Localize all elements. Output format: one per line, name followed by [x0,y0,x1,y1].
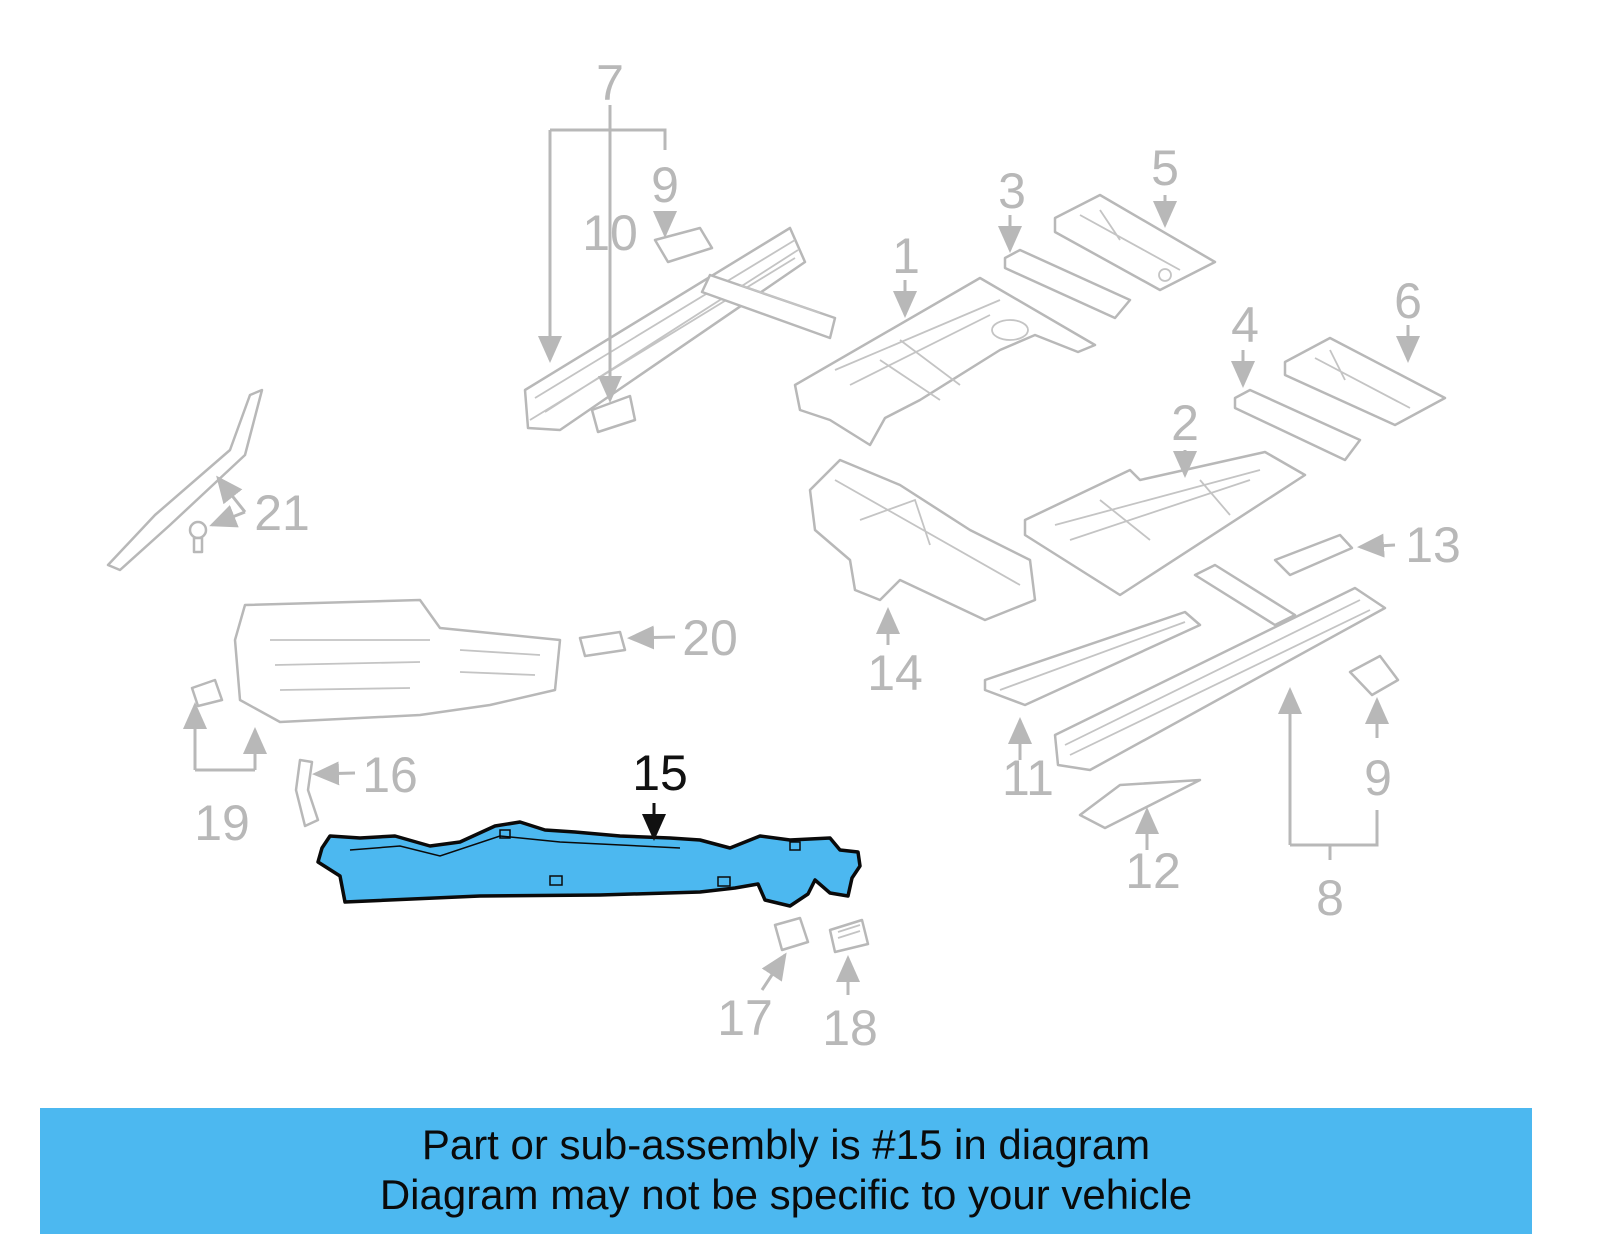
label-12: 12 [1125,843,1181,899]
part-13-bracket [1273,533,1354,577]
part-4-crossmember [1233,388,1362,462]
label-2: 2 [1171,395,1199,451]
label-8: 8 [1316,870,1344,926]
part-5-floor-panel [1053,193,1217,292]
part-18-clip [828,918,870,954]
part-19-clip [190,678,224,708]
part-6-floor-panel [1283,336,1447,427]
part-12-plate [1078,778,1202,830]
label-10: 10 [582,205,638,261]
part-2-floor-pan-rear [1023,450,1307,597]
label-14: 14 [867,645,923,701]
label-20: 20 [682,610,738,666]
label-1: 1 [892,228,920,284]
info-banner: Part or sub-assembly is #15 in diagram D… [40,1108,1532,1234]
part-11-rail [983,610,1202,707]
part-9-bracket-right [1348,654,1400,697]
part-17-clip [773,916,810,952]
part-14-tunnel-bracket [808,458,1037,622]
part-7-rail-left-front [523,226,837,432]
leader-lines [183,105,1420,995]
banner-line-1: Part or sub-assembly is #15 in diagram [421,1121,1151,1168]
label-9-right: 9 [1364,750,1392,806]
part-15-highlighted-panel[interactable] [316,820,862,908]
callout-labels: 7 9 10 3 5 1 6 4 2 21 20 13 14 16 19 15 … [194,55,1461,1056]
part-21-brace [106,388,264,572]
part-16-bracket [294,758,320,828]
label-18: 18 [822,1000,878,1056]
label-5: 5 [1151,140,1179,196]
label-11: 11 [1002,750,1054,806]
part-1-floor-pan-front [793,276,1097,447]
label-13: 13 [1405,517,1461,573]
label-3: 3 [998,163,1026,219]
label-17: 17 [717,990,773,1046]
label-7: 7 [596,55,624,111]
label-6: 6 [1394,273,1422,329]
part-20-shield [233,598,627,724]
label-16: 16 [362,747,418,803]
banner-line-2: Diagram may not be specific to your vehi… [379,1171,1193,1218]
label-4: 4 [1231,297,1259,353]
part-8-rail-rear [1053,563,1387,772]
label-19: 19 [194,795,250,851]
label-21: 21 [254,485,310,541]
label-9-top: 9 [651,157,679,213]
label-15: 15 [632,745,688,801]
